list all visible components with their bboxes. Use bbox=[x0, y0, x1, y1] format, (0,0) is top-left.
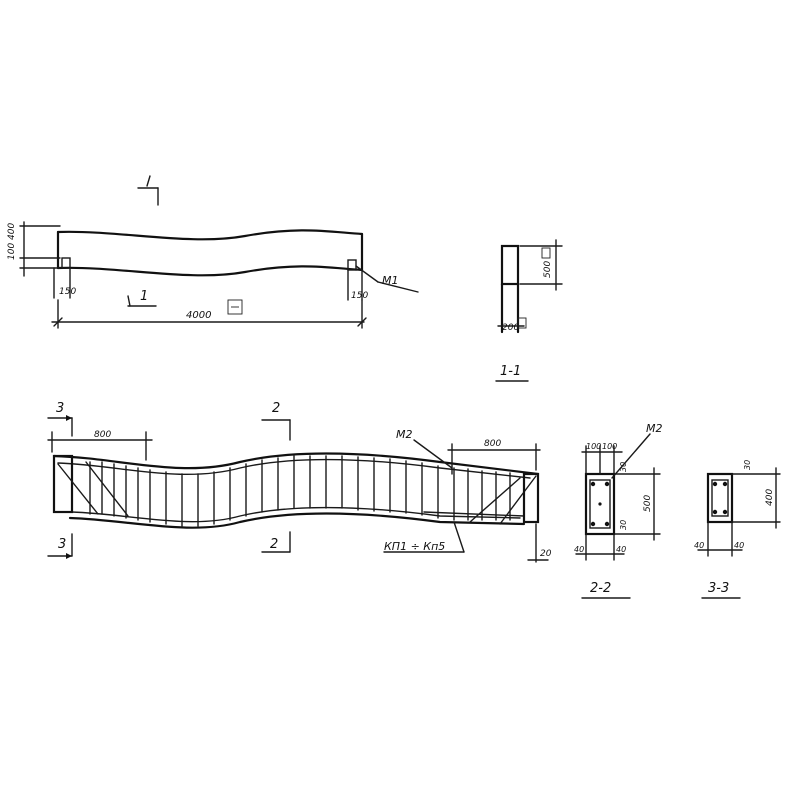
section-1-1-height: 500 bbox=[543, 261, 553, 278]
reinforcement-elevation: 3 2 800 bbox=[47, 401, 552, 563]
section-2-2-stirrup bbox=[589, 479, 611, 529]
svg-text:3: 3 bbox=[58, 537, 66, 552]
embedded-part-m1: М1 bbox=[382, 274, 399, 287]
cage-bottom bbox=[68, 512, 526, 529]
left-dim-100: 100 bbox=[7, 243, 17, 260]
dim-box-icon bbox=[227, 299, 243, 315]
svg-text:2: 2 bbox=[270, 537, 278, 552]
section-mark-3-top: 3 bbox=[47, 401, 73, 437]
section-3-3: 400 30 40 40 3-3 bbox=[694, 460, 781, 599]
cage-right-end bbox=[522, 472, 540, 524]
section-mark-1-bottom: 1 bbox=[127, 289, 157, 307]
left-dim-400: 400 bbox=[7, 223, 17, 240]
svg-text:2: 2 bbox=[272, 401, 280, 416]
section-2-2: 100 100 М2 500 30 30 40 40 2-2 bbox=[574, 422, 663, 599]
cage-inner-bottom bbox=[71, 506, 521, 523]
section-2-2-top-cover: 30 bbox=[619, 462, 628, 472]
dim-box-icon bbox=[517, 317, 527, 329]
embedded-part-m2: М2 bbox=[396, 428, 413, 441]
section-2-2-bottom-cover: 30 bbox=[619, 520, 628, 530]
beam-bottom-edge bbox=[56, 265, 364, 277]
section-3-3-side-cover-left: 40 bbox=[694, 541, 704, 550]
section-2-2-top-width-right: 100 bbox=[602, 442, 617, 451]
section-2-2-m2: М2 bbox=[646, 422, 663, 435]
dim-box-icon bbox=[541, 247, 551, 259]
support-left bbox=[61, 257, 71, 269]
beam-top-edge bbox=[56, 229, 364, 241]
svg-text:3: 3 bbox=[56, 401, 64, 416]
length-dim: 4000 bbox=[186, 310, 211, 321]
section-1-1-top-block bbox=[500, 244, 520, 286]
beam-elevation: 100 400 150 150 М1 1 4000 bbox=[7, 175, 419, 329]
section-2-2-title: 2-2 bbox=[590, 581, 611, 596]
section-2-2-height: 500 bbox=[643, 495, 653, 512]
section-2-2-side-cover-right: 40 bbox=[616, 545, 626, 554]
section-3-3-outline bbox=[706, 472, 734, 524]
cover-dim: 20 bbox=[540, 549, 552, 559]
section-1-1-title: 1-1 bbox=[500, 364, 521, 379]
cage-left-end bbox=[52, 454, 74, 514]
section-mark-1-top bbox=[137, 175, 159, 206]
section-3-3-title: 3-3 bbox=[708, 581, 729, 596]
svg-text:1: 1 bbox=[140, 289, 148, 304]
support-left-dim: 150 bbox=[59, 287, 76, 297]
section-3-3-height: 400 bbox=[765, 489, 775, 506]
cage-inner-top bbox=[57, 458, 531, 479]
section-1-1-width: 200 bbox=[502, 323, 519, 333]
cage-top bbox=[52, 452, 540, 476]
support-right-dim: 150 bbox=[351, 291, 368, 301]
right-zone-dim-text: 800 bbox=[484, 439, 501, 449]
section-mark-2-top: 2 bbox=[261, 401, 291, 441]
section-2-2-top-width-left: 100 bbox=[586, 442, 601, 451]
frames-label: КП1 ÷ Кп5 bbox=[384, 540, 445, 553]
section-mark-3-bottom: 3 bbox=[47, 533, 73, 559]
section-1-1: 500 200 1-1 bbox=[495, 239, 563, 382]
section-2-2-side-cover-left: 40 bbox=[574, 545, 584, 554]
section-3-3-stirrup bbox=[711, 479, 729, 517]
section-mark-2-bottom: 2 bbox=[261, 531, 291, 553]
section-3-3-side-cover-right: 40 bbox=[734, 541, 744, 550]
left-zone-dim-text: 800 bbox=[94, 430, 111, 440]
stirrups bbox=[89, 455, 511, 527]
support-right bbox=[347, 259, 357, 271]
section-3-3-top-cover: 30 bbox=[743, 460, 752, 470]
